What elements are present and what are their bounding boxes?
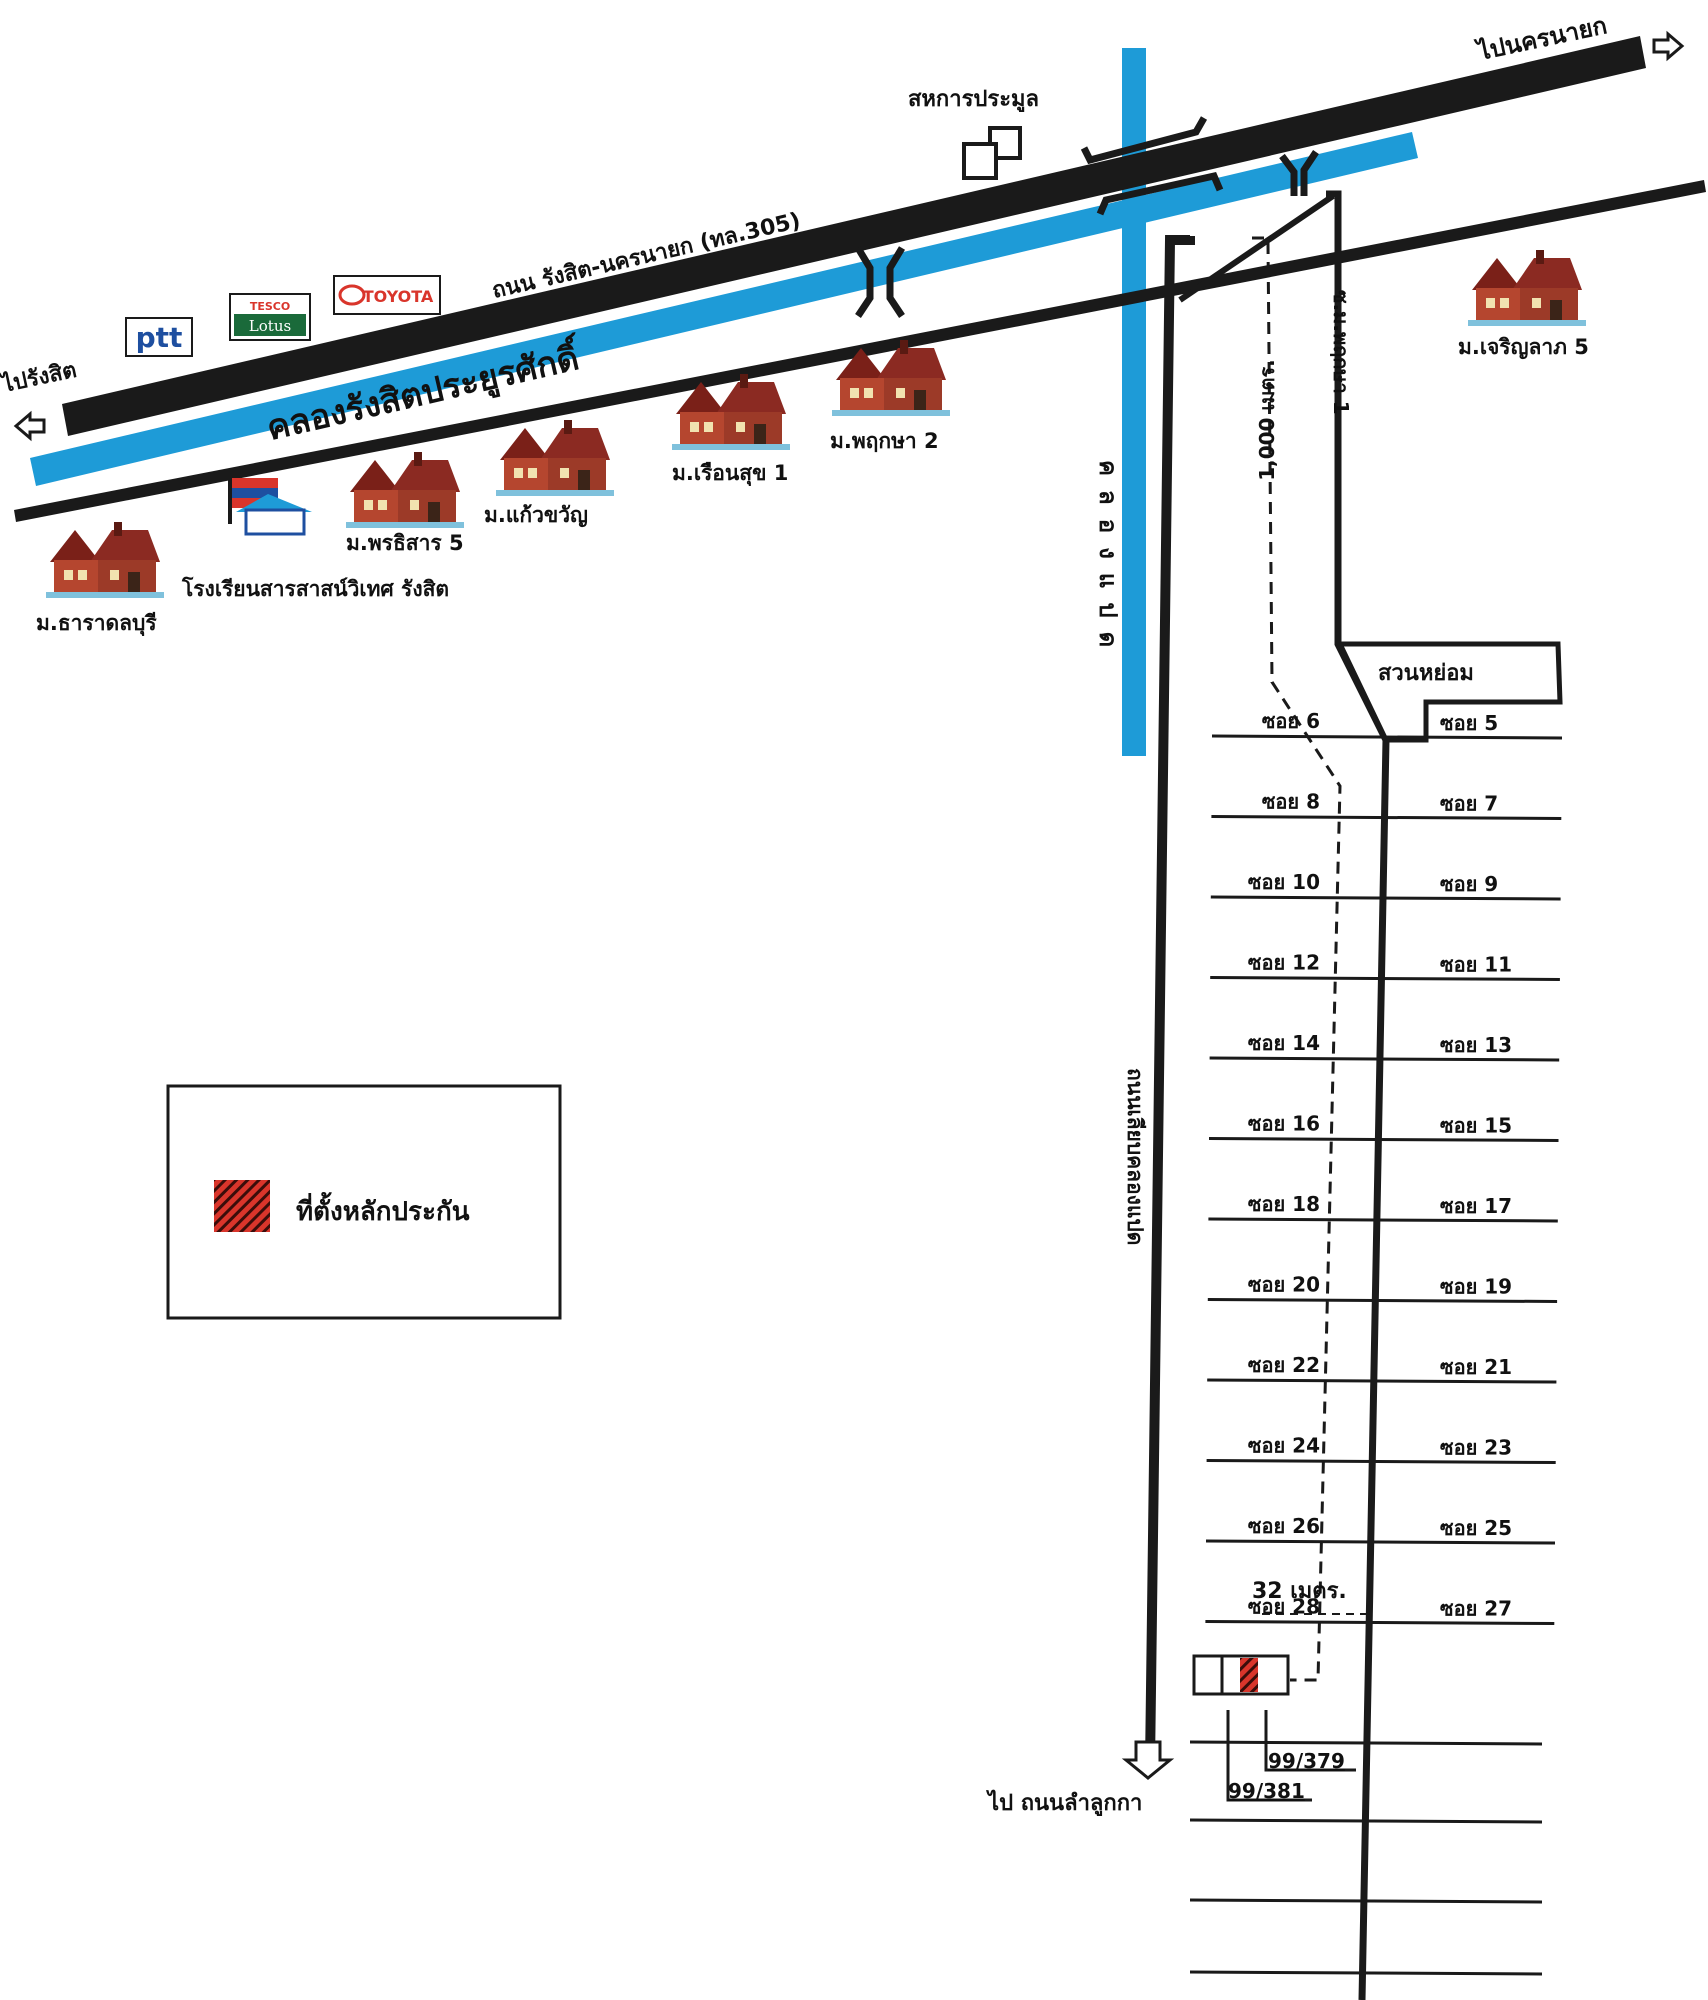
park-label: สวนหย่อม xyxy=(1378,661,1474,686)
soi-label-left: ซอย 14 xyxy=(1248,1031,1320,1055)
soi-label-left: ซอย 18 xyxy=(1248,1192,1320,1216)
khlong-paet-label: คลองแปด xyxy=(1094,460,1122,661)
house-icon-tharadol xyxy=(46,522,164,598)
school-icon xyxy=(228,478,312,536)
pointer-99-379 xyxy=(1264,1710,1356,1772)
sahakarn-label: สหการประมูล xyxy=(908,87,1039,113)
bridge-icon xyxy=(854,116,1319,318)
rangsit-canal xyxy=(30,132,1418,486)
soi-label-left: ซอย 26 xyxy=(1248,1514,1320,1538)
village-label-kaewkwan: ม.แก้วขวัญ xyxy=(484,503,588,528)
soi-label-left: ซอย 22 xyxy=(1248,1353,1320,1377)
legend-label: ที่ตั้งหลักประกัน xyxy=(296,1191,470,1227)
svg-text:ptt: ptt xyxy=(136,321,183,354)
school-label: โรงเรียนสารสาสน์วิเทศ รังสิต xyxy=(181,576,449,601)
soi-lines xyxy=(1189,734,1563,1976)
soi-label-right: ซอย 23 xyxy=(1440,1436,1512,1460)
ptt-logo: ptt xyxy=(125,317,193,357)
legend-swatch xyxy=(214,1180,270,1232)
soi-label-right: ซอย 15 xyxy=(1440,1114,1512,1138)
soi-label-right: ซอย 21 xyxy=(1440,1355,1512,1379)
sahakarn-icon xyxy=(962,126,1022,180)
soi-label-left: ซอย 10 xyxy=(1248,870,1320,894)
house-icon-pornthisan xyxy=(346,452,464,528)
house-icon-kaewkwan xyxy=(496,420,614,496)
soi-street xyxy=(1210,895,1561,901)
soi-street xyxy=(1189,1740,1543,1746)
soi-label-right: ซอย 17 xyxy=(1440,1194,1512,1218)
main-highway xyxy=(62,36,1646,436)
soi-phruksa-road xyxy=(1326,190,1390,2000)
soi-label-left: ซอย 8 xyxy=(1262,790,1320,814)
soi-label-left: ซอย 28 xyxy=(1248,1595,1320,1619)
arrow-left-icon xyxy=(13,410,46,442)
legend: ที่ตั้งหลักประกัน xyxy=(166,1084,562,1320)
soi-label-left: ซอย 6 xyxy=(1262,709,1320,733)
soi-street xyxy=(1206,1459,1556,1464)
toyota-logo: TOYOTA xyxy=(333,275,441,315)
soi-label-left: ซอย 16 xyxy=(1248,1112,1320,1136)
soi-street xyxy=(1207,1298,1558,1303)
plot-label-99-379: 99/379 xyxy=(1268,1749,1345,1773)
soi-street xyxy=(1189,1818,1543,1824)
soi-street xyxy=(1205,1539,1556,1545)
to-rangsit-label: ไปรังสิต xyxy=(0,356,79,398)
soi-phruksa-label: ซ.ม.พฤกษา 1 xyxy=(1329,290,1353,415)
soi-label-right: ซอย 9 xyxy=(1440,872,1498,896)
soi-street xyxy=(1211,815,1562,820)
khlong-paet-side-road xyxy=(1145,235,1195,1766)
soi-street xyxy=(1209,1056,1560,1062)
arrow-right-icon xyxy=(1652,30,1685,62)
soi-labels: ซอย 6 ซอย 5 ซอย 8 ซอย 7 ซอย 10 ซอย 9 ซอย 12 ซอย… xyxy=(1248,709,1512,1621)
soi-street xyxy=(1205,1620,1555,1625)
distance-1000-label: 1,000 เมตร. xyxy=(1255,359,1279,481)
distance-32-label: 32 เมตร. xyxy=(1252,1579,1347,1604)
svg-text:TESCO: TESCO xyxy=(250,300,290,313)
soi-label-right: ซอย 13 xyxy=(1440,1033,1512,1057)
soi-street xyxy=(1208,1137,1559,1142)
soi-street xyxy=(1210,976,1560,981)
soi-label-left: ซอย 20 xyxy=(1248,1273,1320,1297)
soi-label-right: ซอย 11 xyxy=(1440,953,1512,977)
route-dashed-line xyxy=(1252,236,1342,1682)
village-label-tharadol: ม.ธาราดลบุรี xyxy=(36,611,157,637)
plot-label-99-381: 99/381 xyxy=(1228,1779,1305,1803)
pointer-99-381 xyxy=(1226,1710,1312,1802)
house-icon-charoenlap xyxy=(1468,250,1586,326)
park-area xyxy=(1336,641,1563,743)
village-label-pornthisan: ม.พรธิสาร 5 xyxy=(346,531,464,555)
collateral-marker xyxy=(1240,1658,1258,1692)
soi-label-right: ซอย 5 xyxy=(1440,711,1498,735)
arrow-down-icon xyxy=(1121,1740,1175,1780)
village-label-ruensuk: ม.เรือนสุข 1 xyxy=(672,461,788,487)
soi-street xyxy=(1189,1898,1543,1904)
soi-label-right: ซอย 7 xyxy=(1440,792,1498,816)
soi-label-right: ซอย 27 xyxy=(1440,1597,1512,1621)
soi-label-left: ซอย 24 xyxy=(1248,1434,1320,1458)
soi-label-left: ซอย 12 xyxy=(1248,951,1320,975)
soi-street xyxy=(1208,1217,1558,1223)
side-road-label: ถนนเลียบคลองแปด xyxy=(1123,1068,1147,1245)
svg-text:Lotus: Lotus xyxy=(249,317,291,335)
village-label-charoenlap: ม.เจริญลาภ 5 xyxy=(1458,335,1589,360)
village-label-phruksa2: ม.พฤกษา 2 xyxy=(830,429,939,453)
soi-label-right: ซอย 25 xyxy=(1440,1516,1512,1540)
svg-text:TOYOTA: TOYOTA xyxy=(363,287,434,306)
soi-street xyxy=(1211,734,1563,740)
soi-label-right: ซอย 19 xyxy=(1440,1275,1512,1299)
to-lam-luk-ka-label: ไป ถนนลำลูกกา xyxy=(986,1789,1142,1817)
tesco-lotus-logo: TESCO Lotus xyxy=(229,293,311,341)
soi-street xyxy=(1207,1378,1557,1384)
soi-street xyxy=(1189,1970,1543,1976)
